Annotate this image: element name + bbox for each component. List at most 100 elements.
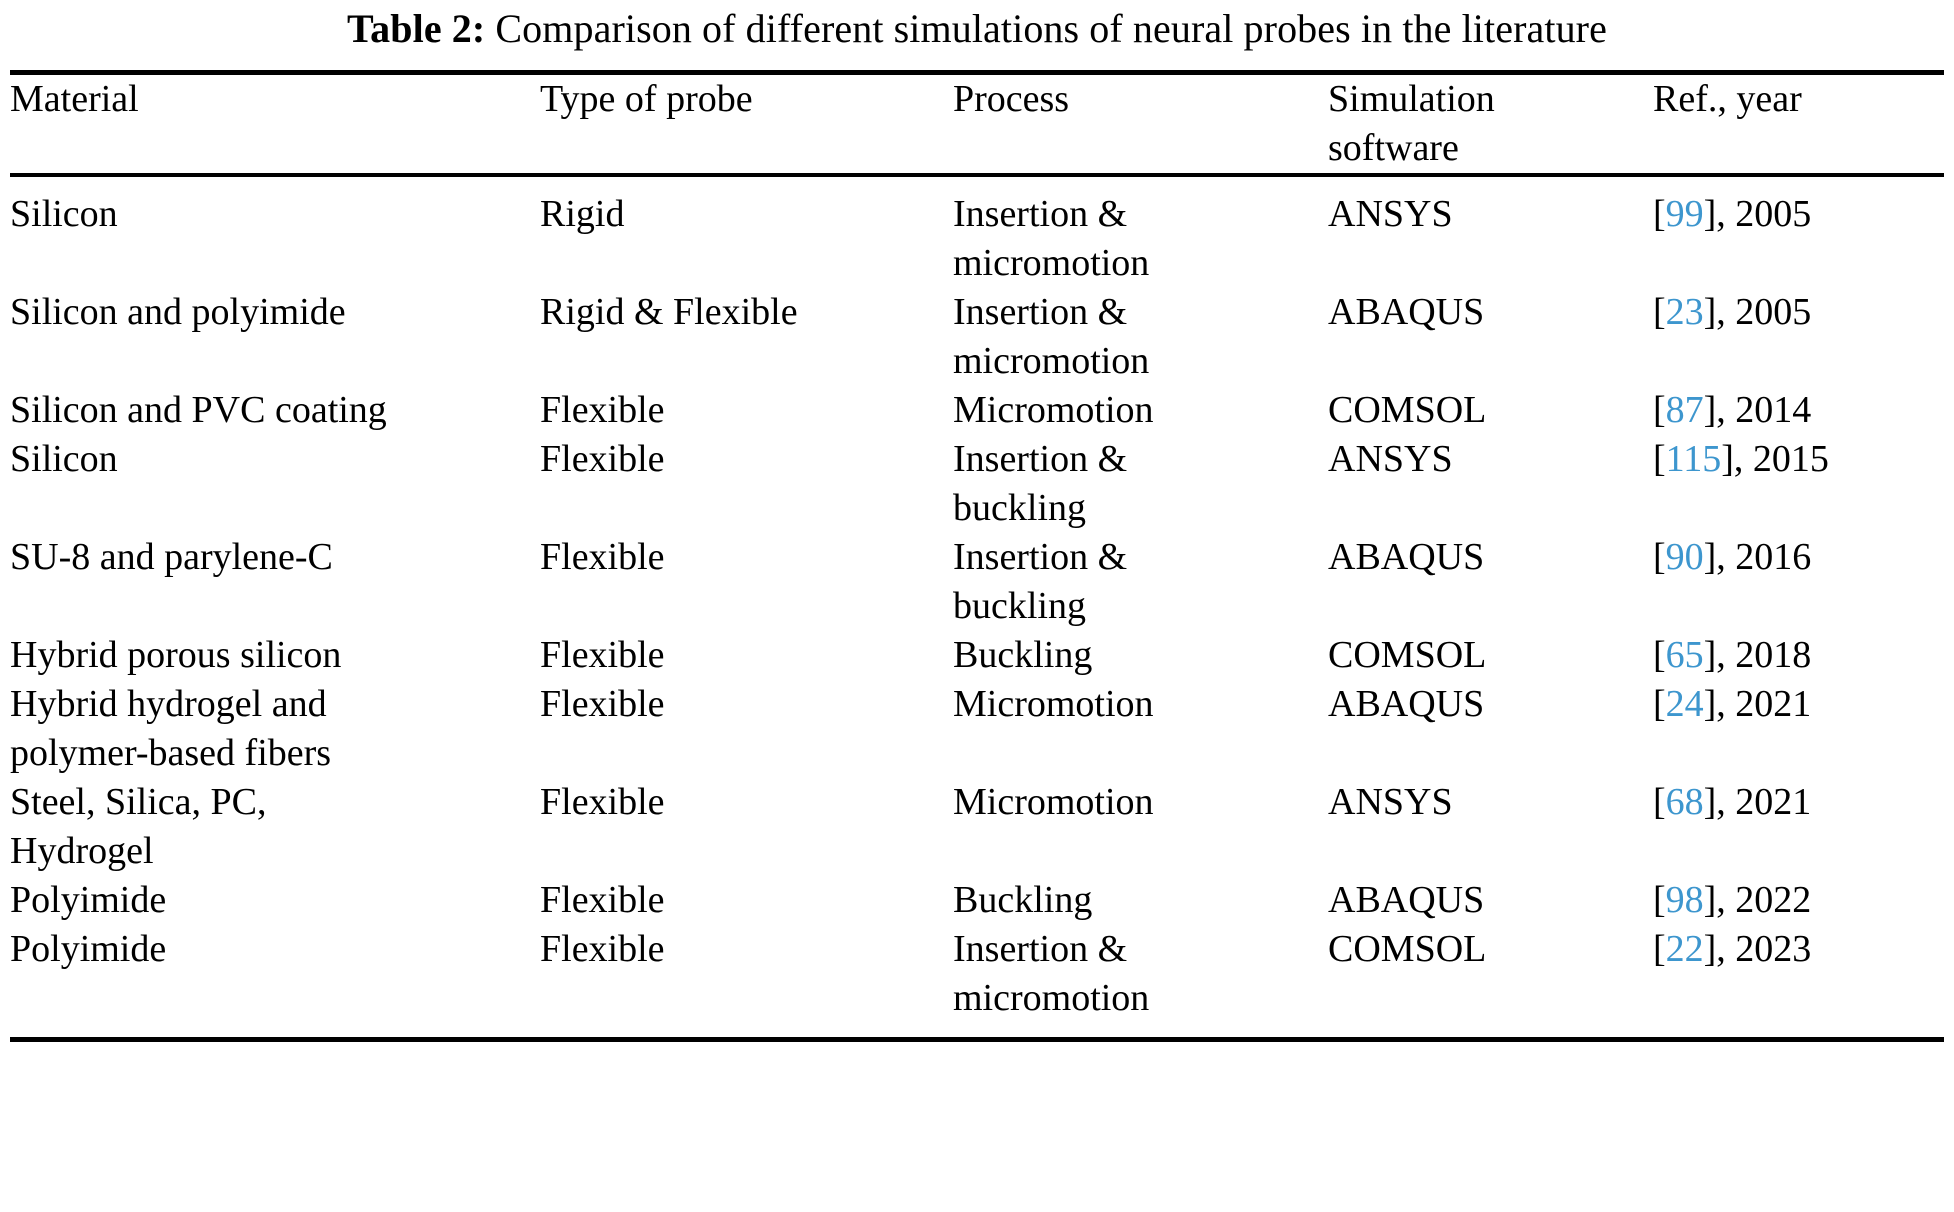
cell-process: Insertion & buckling xyxy=(953,435,1328,533)
reference-citation: [90], 2016 xyxy=(1653,533,1944,582)
table-row: SU-8 and parylene-C Flexible Insertion &… xyxy=(10,533,1944,631)
ref-bracket-close-year: ], 2015 xyxy=(1721,438,1829,480)
material-line1: SU-8 and parylene-C xyxy=(10,536,333,578)
cell-material: Silicon xyxy=(10,435,540,533)
type-line1: Flexible xyxy=(540,879,665,921)
cell-reference: [115], 2015 xyxy=(1653,435,1944,533)
process-line2: micromotion xyxy=(953,340,1150,382)
ref-number-link[interactable]: 87 xyxy=(1665,389,1704,431)
type-line1: Flexible xyxy=(540,634,665,676)
type-line1: Flexible xyxy=(540,389,665,431)
cell-reference: [68], 2021 xyxy=(1653,778,1944,876)
type-line1: Rigid xyxy=(540,193,625,235)
table-top-rule xyxy=(10,70,1944,75)
reference-citation: [65], 2018 xyxy=(1653,631,1944,680)
cell-software: ANSYS xyxy=(1328,778,1653,876)
cell-process: Insertion & buckling xyxy=(953,533,1328,631)
ref-bracket-open: [ xyxy=(1653,634,1666,676)
process-line1: Micromotion xyxy=(953,683,1154,725)
software-line1: ANSYS xyxy=(1328,781,1453,823)
cell-software: ABAQUS xyxy=(1328,533,1653,631)
ref-bracket-open: [ xyxy=(1653,438,1666,480)
cell-reference: [90], 2016 xyxy=(1653,533,1944,631)
cell-reference: [87], 2014 xyxy=(1653,386,1944,435)
ref-bracket-close-year: ], 2023 xyxy=(1703,928,1812,970)
material-line2: polymer-based fibers xyxy=(10,732,332,774)
header-simulation-line1: Simulation xyxy=(1328,78,1495,120)
process-line1: Insertion & xyxy=(953,928,1128,970)
table-row: Silicon Flexible Insertion & buckling AN… xyxy=(10,435,1944,533)
process-line1: Insertion & xyxy=(953,291,1128,333)
cell-process: Buckling xyxy=(953,876,1328,925)
cell-reference: [23], 2005 xyxy=(1653,288,1944,386)
material-line1: Silicon and polyimide xyxy=(10,291,346,333)
table-bottom-rule xyxy=(10,1037,1944,1042)
ref-bracket-close-year: ], 2022 xyxy=(1703,879,1812,921)
header-process-line1: Process xyxy=(953,78,1070,120)
material-line1: Silicon and PVC coating xyxy=(10,389,387,431)
ref-number-link[interactable]: 24 xyxy=(1665,683,1704,725)
comparison-table-body: Silicon Rigid Insertion & micromotion AN… xyxy=(10,177,1944,1023)
type-line1: Rigid & Flexible xyxy=(540,291,798,333)
ref-number-link[interactable]: 115 xyxy=(1665,438,1722,480)
header-type-line1: Type of probe xyxy=(540,78,753,120)
reference-citation: [98], 2022 xyxy=(1653,876,1944,925)
ref-bracket-close-year: ], 2021 xyxy=(1703,683,1812,725)
ref-bracket-close-year: ], 2014 xyxy=(1703,389,1812,431)
ref-number-link[interactable]: 68 xyxy=(1665,781,1704,823)
cell-reference: [98], 2022 xyxy=(1653,876,1944,925)
table-row: Hybrid porous silicon Flexible Buckling … xyxy=(10,631,1944,680)
comparison-table: Material Type of probe Process Simulatio… xyxy=(10,75,1944,173)
type-line1: Flexible xyxy=(540,536,665,578)
reference-citation: [115], 2015 xyxy=(1653,435,1944,484)
ref-number-link[interactable]: 98 xyxy=(1665,879,1704,921)
cell-type: Flexible xyxy=(540,533,953,631)
process-line2: micromotion xyxy=(953,242,1150,284)
cell-material: Steel, Silica, PC, Hydrogel xyxy=(10,778,540,876)
cell-process: Insertion & micromotion xyxy=(953,177,1328,288)
software-line1: COMSOL xyxy=(1328,928,1487,970)
ref-number-link[interactable]: 65 xyxy=(1665,634,1704,676)
material-line1: Hybrid porous silicon xyxy=(10,634,342,676)
cell-material: Silicon xyxy=(10,177,540,288)
caption-label: Table 2: xyxy=(347,6,486,51)
software-line1: ABAQUS xyxy=(1328,879,1485,921)
cell-software: ANSYS xyxy=(1328,435,1653,533)
table-row: Hybrid hydrogel and polymer-based fibers… xyxy=(10,680,1944,778)
reference-citation: [22], 2023 xyxy=(1653,925,1944,974)
cell-material: SU-8 and parylene-C xyxy=(10,533,540,631)
cell-type: Rigid & Flexible xyxy=(540,288,953,386)
table-row: Silicon and polyimide Rigid & Flexible I… xyxy=(10,288,1944,386)
table-row: Polyimide Flexible Buckling ABAQUS [98],… xyxy=(10,876,1944,925)
cell-software: COMSOL xyxy=(1328,631,1653,680)
reference-citation: [24], 2021 xyxy=(1653,680,1944,729)
ref-bracket-close-year: ], 2016 xyxy=(1703,536,1812,578)
process-line1: Micromotion xyxy=(953,781,1154,823)
table-row: Polyimide Flexible Insertion & micromoti… xyxy=(10,925,1944,1023)
ref-bracket-open: [ xyxy=(1653,389,1666,431)
cell-process: Buckling xyxy=(953,631,1328,680)
ref-number-link[interactable]: 23 xyxy=(1665,291,1704,333)
software-line1: ANSYS xyxy=(1328,438,1453,480)
cell-type: Rigid xyxy=(540,177,953,288)
table-header: Material Type of probe Process Simulatio… xyxy=(10,75,1944,173)
column-header-type-of-probe: Type of probe xyxy=(540,75,953,173)
header-simulation-line2: software xyxy=(1328,127,1459,169)
cell-type: Flexible xyxy=(540,680,953,778)
cell-software: ABAQUS xyxy=(1328,288,1653,386)
cell-software: COMSOL xyxy=(1328,386,1653,435)
cell-reference: [99], 2005 xyxy=(1653,177,1944,288)
software-line1: ABAQUS xyxy=(1328,291,1485,333)
cell-software: ANSYS xyxy=(1328,177,1653,288)
software-line1: COMSOL xyxy=(1328,634,1487,676)
cell-reference: [24], 2021 xyxy=(1653,680,1944,778)
reference-citation: [68], 2021 xyxy=(1653,778,1944,827)
cell-software: ABAQUS xyxy=(1328,876,1653,925)
cell-process: Micromotion xyxy=(953,386,1328,435)
ref-number-link[interactable]: 90 xyxy=(1665,536,1704,578)
process-line2: buckling xyxy=(953,585,1086,627)
ref-number-link[interactable]: 99 xyxy=(1665,193,1704,235)
material-line1: Polyimide xyxy=(10,879,167,921)
ref-bracket-open: [ xyxy=(1653,683,1666,725)
ref-number-link[interactable]: 22 xyxy=(1665,928,1704,970)
